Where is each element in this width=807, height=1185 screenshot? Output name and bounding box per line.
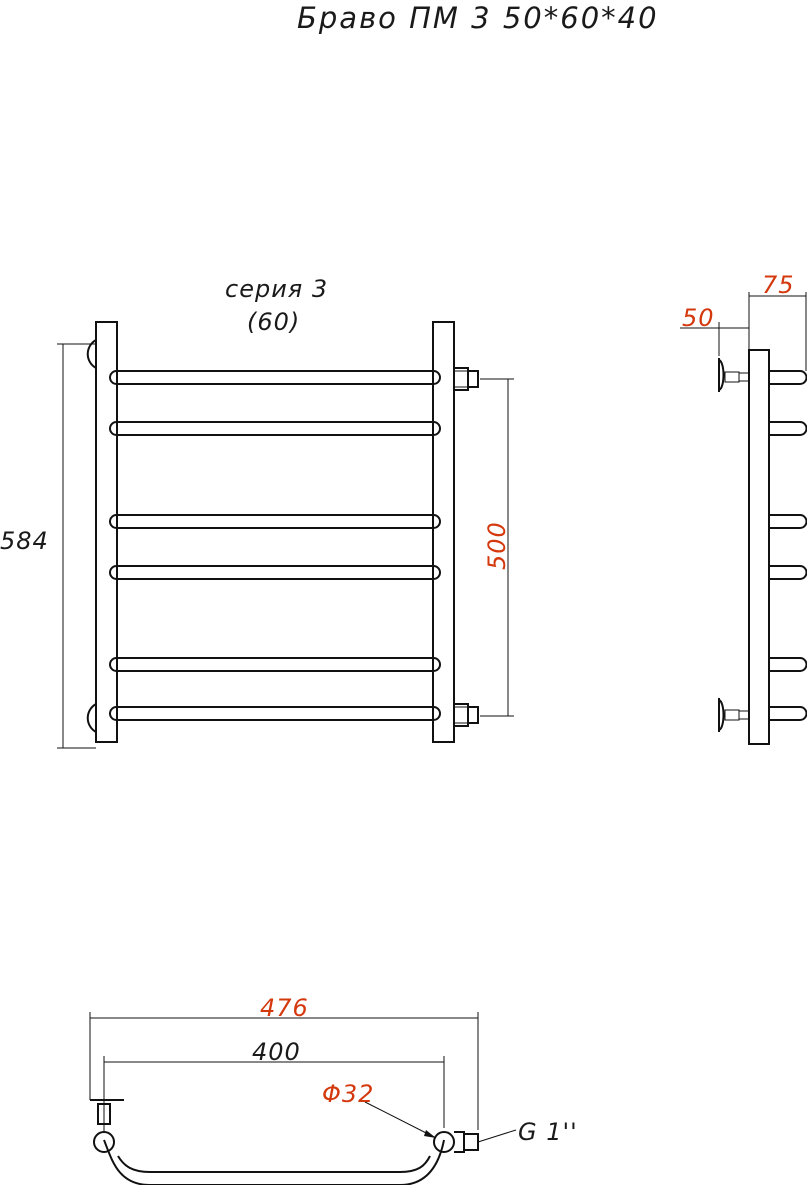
total-height-dimension: 584 — [0, 343, 96, 749]
side-view: 50 75 — [680, 271, 807, 745]
wall-offset-far-value: 75 — [762, 271, 795, 299]
inner-width-dimension: 400 — [103, 1038, 445, 1128]
rung-4 — [109, 565, 441, 580]
top-wall-bracket — [90, 1099, 124, 1125]
top-rung-inner — [117, 1155, 431, 1173]
series-label: серия 3 — [225, 275, 328, 303]
right-collector — [432, 321, 455, 743]
rung-3 — [109, 514, 441, 529]
left-collector — [95, 321, 118, 743]
center-distance-dimension: 500 — [480, 378, 514, 717]
left-mount-disc-top — [86, 339, 97, 369]
side-bracket-bottom — [718, 698, 750, 732]
right-collector-section — [433, 1131, 455, 1153]
side-rungs — [769, 370, 807, 721]
rung-6 — [109, 706, 441, 721]
pipe-diameter-callout: Φ32 — [322, 1080, 437, 1139]
rung-5 — [109, 657, 441, 672]
wall-offset-dimension: 50 75 — [680, 271, 807, 371]
rung-2 — [109, 421, 441, 436]
thread-value: G 1'' — [518, 1118, 578, 1146]
wall-offset-near-value: 50 — [682, 304, 715, 332]
total-height-value: 584 — [0, 527, 49, 555]
center-distance-value: 500 — [483, 521, 511, 570]
fitting-bottom — [454, 703, 479, 727]
series-code-label: (60) — [247, 308, 300, 336]
side-bracket-top — [718, 358, 750, 392]
top-right-fitting — [454, 1131, 479, 1153]
thread-callout: G 1'' — [477, 1118, 578, 1146]
top-rung-outer — [103, 1139, 445, 1185]
side-collector — [748, 349, 770, 745]
rungs — [109, 370, 441, 721]
drawing-title: Браво ПМ 3 50*60*40 — [297, 1, 659, 35]
left-mount-disc-bottom — [86, 703, 97, 733]
rung-1 — [109, 370, 441, 385]
total-width-value: 476 — [260, 994, 309, 1022]
inner-width-value: 400 — [252, 1038, 301, 1066]
front-view: серия 3 (60) — [0, 275, 514, 749]
pipe-diameter-value: Φ32 — [322, 1080, 374, 1108]
fitting-top — [454, 367, 479, 391]
total-width-dimension: 476 — [89, 994, 479, 1130]
top-view: 476 400 Φ32 G 1'' — [89, 994, 578, 1185]
